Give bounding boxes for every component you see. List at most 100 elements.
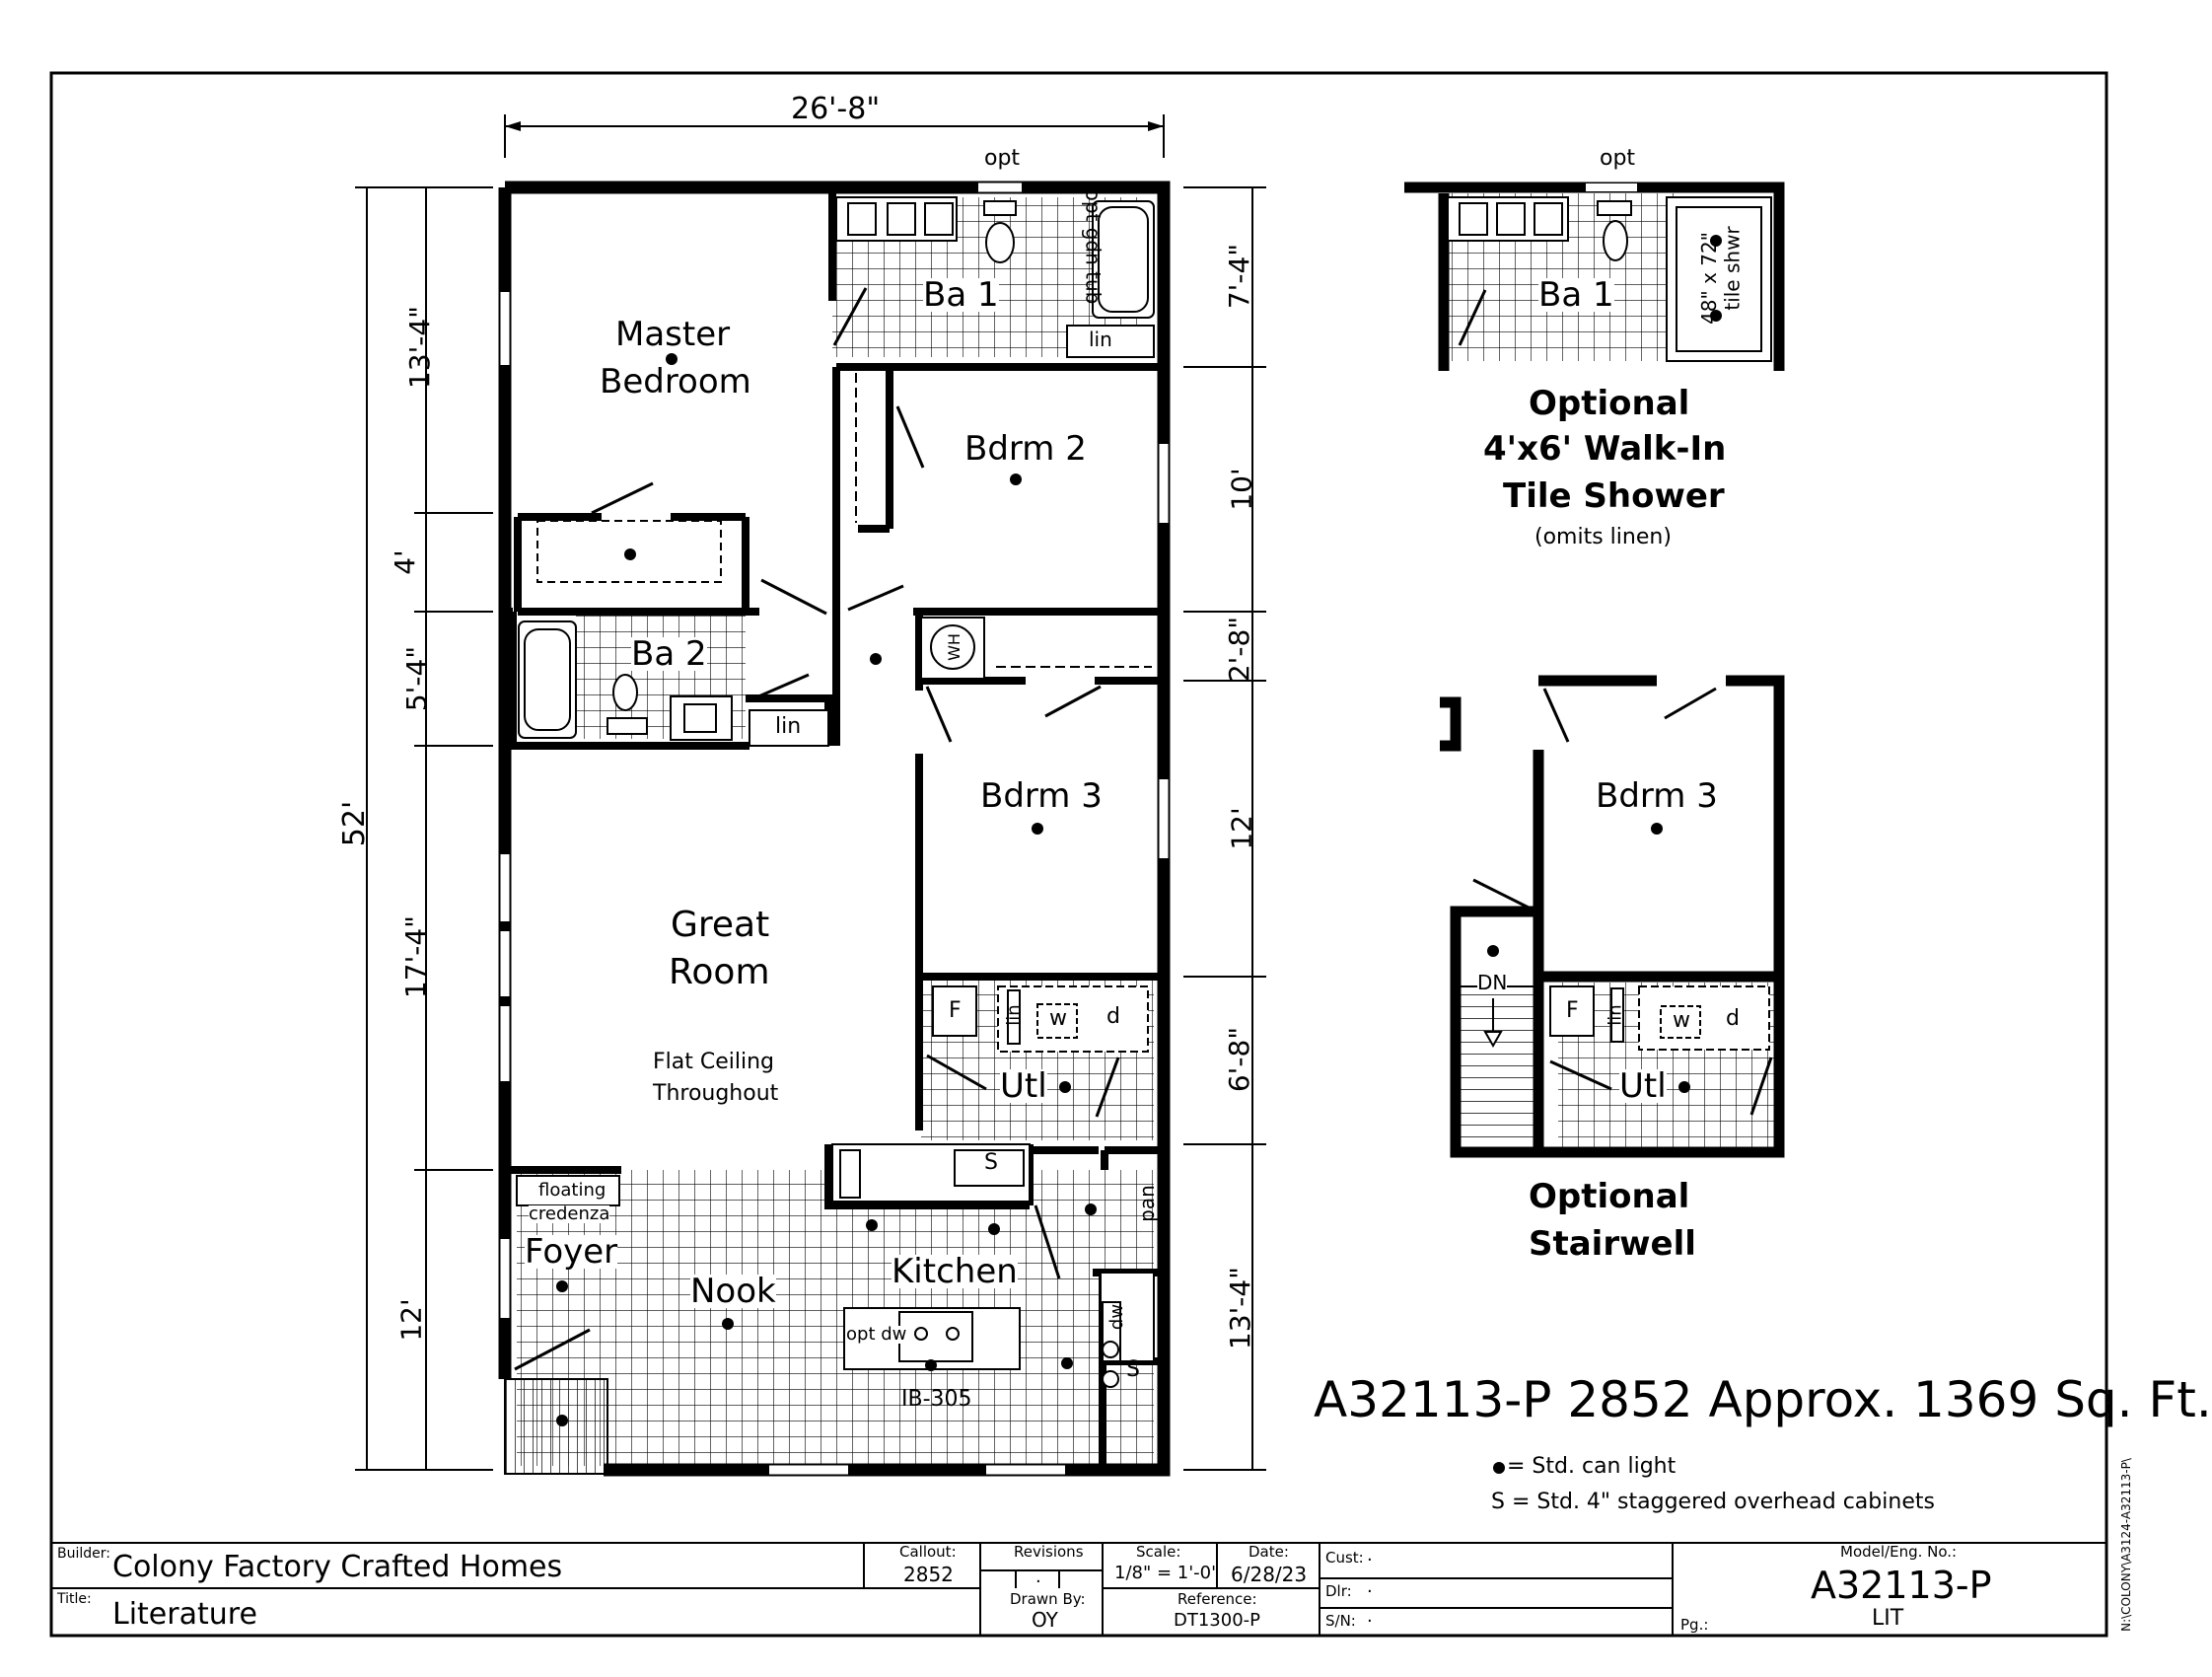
title-label: Title: [57,1591,92,1607]
ba2-fixtures [518,620,829,747]
shower-title-3: Tile Shower [1503,476,1725,516]
water-heater [920,617,985,680]
label-d: d [1106,1004,1120,1029]
label-master-1: Master [615,315,731,354]
label-ba1: Ba 1 [923,275,999,315]
label-pan: pan [1134,1185,1159,1222]
can-lights [556,353,1097,1426]
stair-inset-bdrm3: Bdrm 3 [1596,776,1718,816]
shower-note: (omits linen) [1534,525,1672,549]
label-nook: Nook [690,1272,776,1311]
date-label: Date: [1249,1543,1289,1561]
shower-title-2: 4'x6' Walk-In [1483,429,1727,469]
label-kitchen: Kitchen [892,1252,1018,1291]
label-credenza: credenza [529,1203,610,1224]
builder-label: Builder: [57,1546,110,1562]
shower-inset-opt: opt [1600,146,1636,171]
label-ceiling-1: Flat Ceiling [653,1050,775,1074]
label-s-range: S [1126,1357,1140,1382]
stair-inset-d: d [1726,1006,1740,1031]
label-utl: Utl [1000,1066,1047,1106]
date-value: 6/28/23 [1231,1563,1308,1586]
dim-left-2: 4' [388,549,421,575]
stair-inset-dn: DN [1477,971,1508,994]
stair-title-1: Optional [1529,1177,1690,1216]
revisions-label: Revisions [1014,1543,1084,1561]
tile-areas [517,197,1154,1466]
sheet-border [49,71,2108,1638]
dim-right-4: 12' [1225,807,1258,850]
reference-value: DT1300-P [1174,1610,1261,1631]
legend-cabinets: S = Std. 4" staggered overhead cabinets [1491,1490,1935,1514]
dimension-lines [355,114,1266,1471]
dim-total-length: 52' [337,800,373,847]
label-f: F [949,998,962,1023]
dim-width: 26'-8" [791,92,881,126]
drawn-by-label: Drawn By: [1010,1590,1086,1608]
shower-inset-walls [1404,182,1785,371]
label-bdrm3: Bdrm 3 [980,776,1103,816]
shower-inset-size: 48" x 72" [1696,232,1721,325]
stair-inset-utl: Utl [1619,1066,1667,1106]
label-ib: IB-305 [901,1387,972,1412]
dim-left-3: 5'-4" [400,645,434,712]
reference-label: Reference: [1177,1590,1257,1608]
label-floating: floating [538,1180,607,1201]
dim-right-5: 6'-8" [1223,1026,1256,1093]
title-value: Literature [112,1597,257,1632]
dim-right-1: 7'-4" [1223,243,1256,310]
cust-value: . [1367,1545,1373,1566]
label-opt-tub: opt gdn tub [1081,188,1106,305]
label-opt-dw: opt dw [846,1324,907,1345]
model-value: A32113-P [1811,1564,1992,1607]
sn-label: S/N: [1325,1612,1356,1630]
sn-value: . [1367,1606,1373,1627]
cust-label: Cust: [1325,1549,1364,1567]
windows [500,182,1169,1475]
dim-right-3: 2'-8" [1223,616,1256,683]
lit-value: LIT [1872,1606,1904,1631]
file-path: N:\COLONY\A3124-A32113-P\ [2118,1458,2133,1632]
pg-label: Pg.: [1680,1616,1709,1634]
closet-shelves [536,373,1152,668]
label-lin-utl: lin [1003,1004,1025,1026]
stair-inset-lin: lin [1605,1004,1626,1026]
shower-inset-ba1: Ba 1 [1538,275,1614,315]
label-w: w [1049,1006,1067,1031]
shower-inset-tile: tile shwr [1720,226,1745,311]
utility-fixtures [932,985,1149,1053]
label-ceiling-2: Throughout [653,1081,779,1106]
model-label: Model/Eng. No.: [1840,1543,1958,1561]
title-block-grid [51,1542,2106,1636]
stairwell-inset-walls [1440,675,1785,1158]
legend-can-light: = Std. can light [1507,1454,1677,1479]
model-heading: A32113-P 2852 Approx. 1369 Sq. Ft. [1314,1371,2212,1428]
stair-title-2: Stairwell [1529,1224,1696,1264]
door-swings [514,287,1120,1371]
label-bdrm2: Bdrm 2 [964,429,1087,469]
entry-deck [504,1378,608,1475]
label-dw: dw [1106,1303,1128,1331]
drawn-by-value: OY [1032,1608,1058,1632]
label-master-2: Bedroom [600,362,751,401]
callout-label: Callout: [899,1543,957,1561]
shower-title-1: Optional [1529,384,1690,423]
dlr-value: . [1367,1576,1373,1597]
label-lin-ba1: lin [1089,328,1112,351]
stair-inset-f: F [1566,998,1579,1023]
interior-walls [509,193,1162,1470]
label-opt-top: opt [984,146,1021,171]
label-lin-ba2: lin [775,714,802,739]
builder-value: Colony Factory Crafted Homes [112,1550,563,1584]
dim-left-5: 12' [394,1298,428,1342]
stair-inset-w: w [1673,1008,1690,1033]
callout-value: 2852 [903,1563,954,1586]
scale-label: Scale: [1136,1543,1181,1561]
dimension-arrows [505,121,1164,131]
dim-right-6: 13'-4" [1224,1266,1257,1350]
scale-value: 1/8" = 1'-0" [1114,1563,1220,1583]
label-great-1: Great [671,905,770,945]
dim-right-2: 10' [1225,468,1258,511]
label-ba2: Ba 2 [631,634,707,674]
